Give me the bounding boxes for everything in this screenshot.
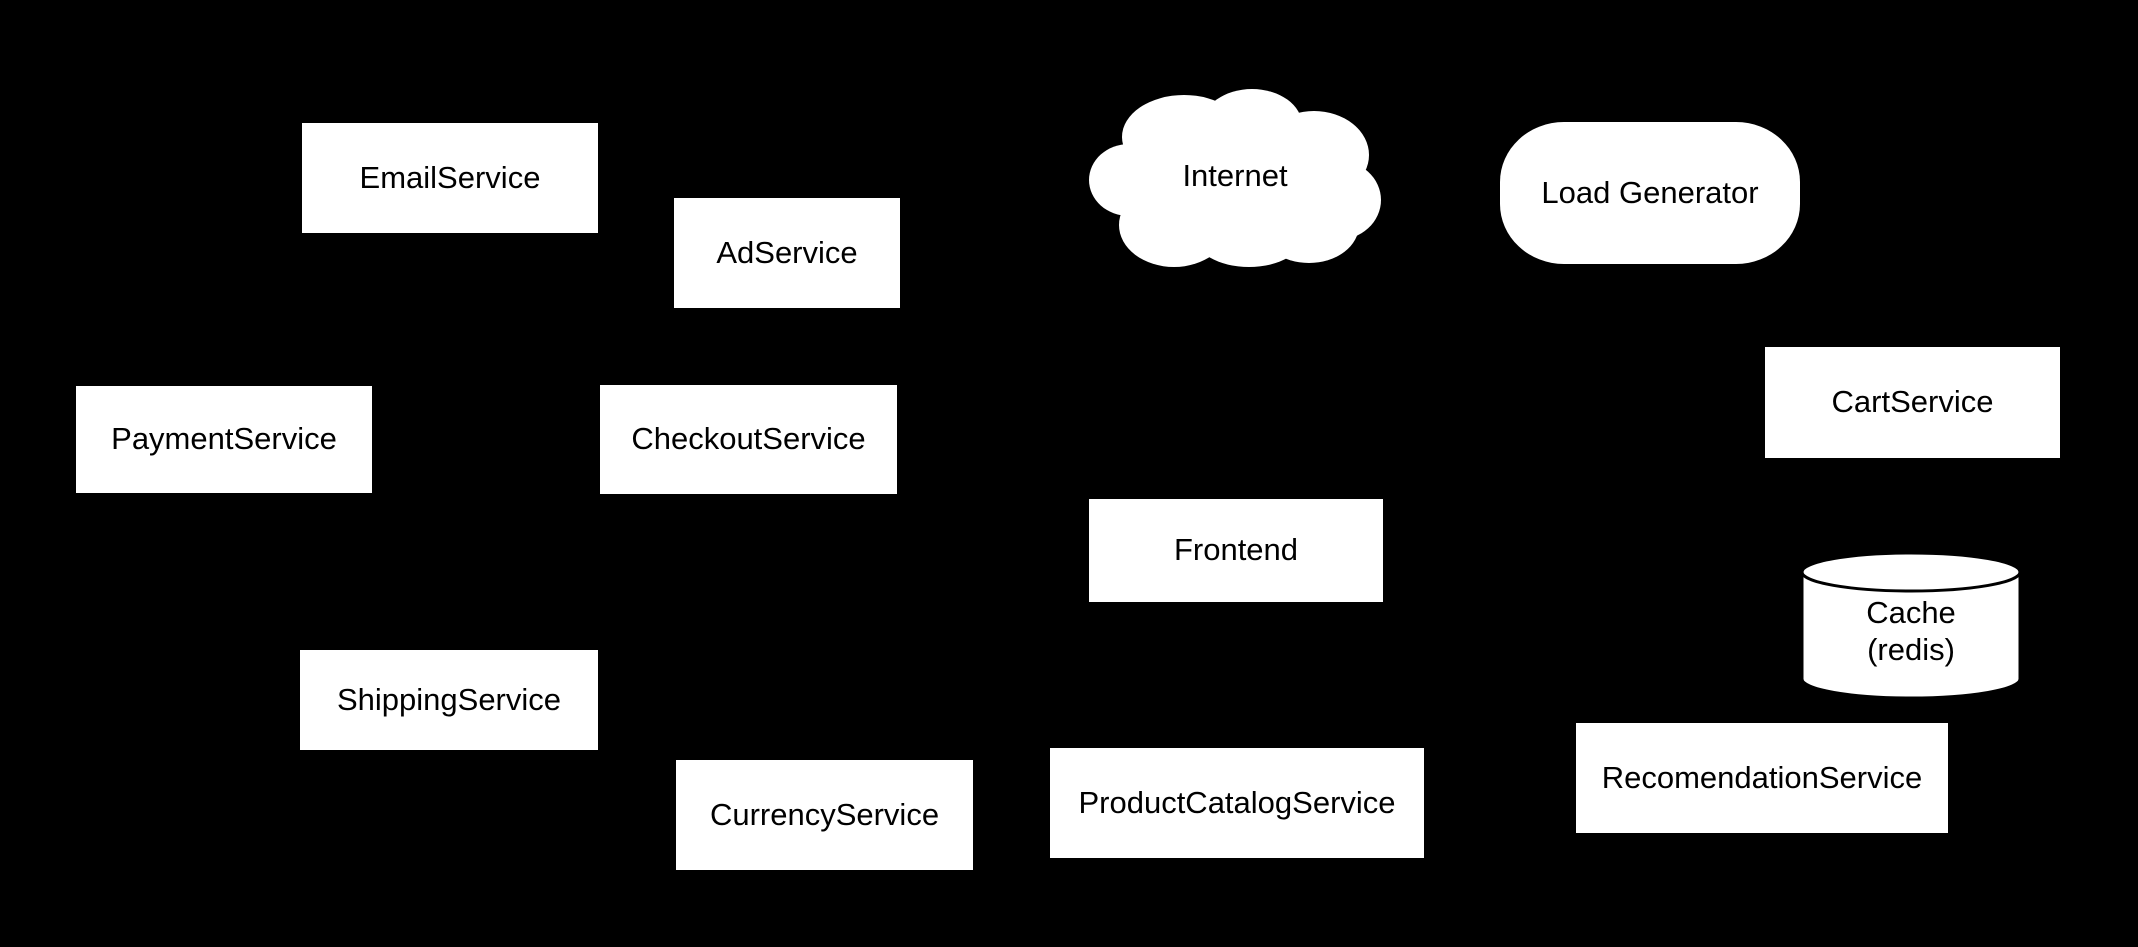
node-shipping-service[interactable]: ShippingService — [300, 650, 598, 750]
node-checkout-service[interactable]: CheckoutService — [600, 385, 897, 494]
node-label-recomendation-service: RecomendationService — [1601, 759, 1923, 795]
node-label-internet: Internet — [1182, 157, 1288, 193]
node-internet[interactable]: Internet — [1089, 85, 1381, 267]
cylinder-shape-icon — [1800, 552, 2022, 699]
node-label-shipping-service: ShippingService — [336, 681, 562, 717]
node-label-payment-service: PaymentService — [111, 421, 337, 457]
node-load-generator[interactable]: Load Generator — [1500, 122, 1800, 264]
cloud-shape-icon — [1089, 89, 1381, 267]
node-email-service[interactable]: EmailService — [302, 123, 598, 233]
node-label-product-catalog-service: ProductCatalogService — [1078, 784, 1396, 820]
node-label-currency-service: CurrencyService — [709, 796, 940, 832]
node-currency-service[interactable]: CurrencyService — [676, 760, 973, 870]
node-label-checkout-service: CheckoutService — [631, 421, 866, 457]
node-label-cart-service: CartService — [1831, 384, 1994, 420]
node-cache-redis[interactable]: Cache (redis) — [1800, 552, 2022, 699]
node-cart-service[interactable]: CartService — [1765, 347, 2060, 458]
node-ad-service[interactable]: AdService — [674, 198, 900, 308]
node-recomendation-service[interactable]: RecomendationService — [1576, 723, 1948, 833]
node-payment-service[interactable]: PaymentService — [76, 386, 372, 493]
node-product-catalog-service[interactable]: ProductCatalogService — [1050, 748, 1424, 858]
node-frontend[interactable]: Frontend — [1089, 499, 1383, 602]
node-label-cache-redis: Cache (redis) — [1866, 594, 1956, 667]
node-label-load-generator: Load Generator — [1541, 174, 1759, 210]
node-label-ad-service: AdService — [716, 234, 858, 270]
node-label-frontend: Frontend — [1173, 532, 1299, 568]
node-label-email-service: EmailService — [359, 159, 541, 195]
